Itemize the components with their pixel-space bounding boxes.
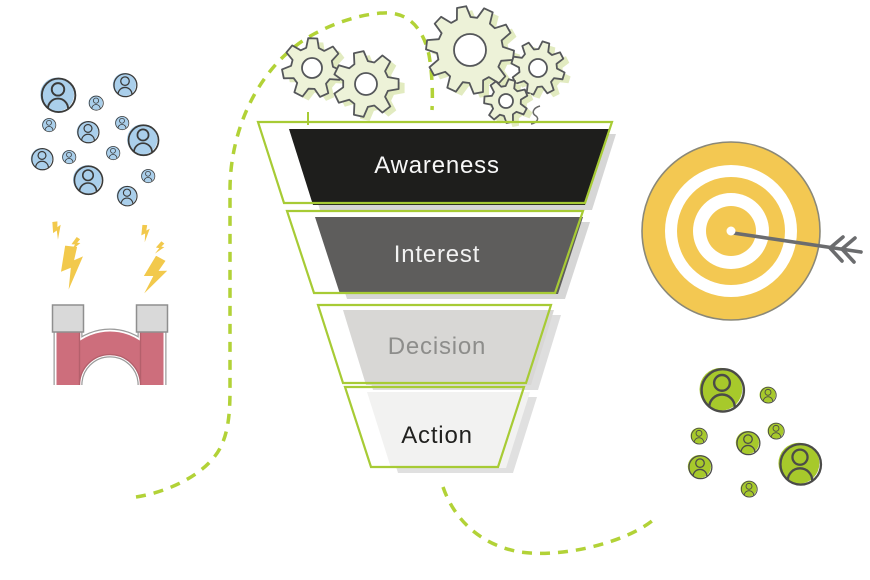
blue-person-icon [140, 168, 156, 184]
funnel-stage-label: Decision [388, 333, 486, 360]
blue-person-icon [41, 117, 57, 133]
arrow-icon [731, 231, 863, 264]
magnet-tips [51, 304, 169, 333]
lightning-bolt-icon [48, 219, 66, 241]
funnel-stage-fill [367, 392, 530, 468]
blue-person-icon [76, 120, 100, 144]
green-person-icon [687, 454, 713, 480]
green-person-icon [735, 430, 761, 456]
magnet-tip [51, 304, 85, 333]
green-person-icon [698, 366, 746, 413]
funnel-stage-outline [343, 385, 526, 469]
gears-icon [281, 5, 571, 127]
arrow-shaft [731, 231, 863, 254]
blue-person-icon [72, 164, 104, 196]
gear-hole [453, 33, 487, 67]
gear-hole [528, 58, 548, 78]
magnet-tip [135, 304, 169, 333]
green-person-icon [777, 441, 823, 486]
lightning-bolt-icon [138, 223, 153, 243]
lightning-bolts [48, 219, 170, 297]
lightning-bolt-icon [55, 242, 90, 291]
lightning-bolt-icon [140, 254, 170, 297]
funnel-stage-fill [289, 129, 609, 205]
bullseye-target-icon [641, 141, 863, 321]
audience-blue-people [30, 72, 160, 207]
funnel-stage-label: Action [401, 422, 473, 449]
gear-hole [301, 57, 323, 79]
arrow-fletching [840, 236, 857, 264]
gear-hole [354, 72, 378, 96]
funnel-stage-outline [316, 303, 553, 385]
blue-person-icon [39, 76, 77, 113]
magnet-body [56, 306, 164, 386]
funnel-stage-label: Interest [394, 241, 480, 268]
target-center-dot [726, 226, 736, 236]
green-person-icon [767, 422, 785, 440]
blue-person-icon [105, 145, 121, 161]
funnel-stage-awareness: Awareness [256, 120, 616, 210]
funnel-stage-decision: Decision [316, 303, 561, 390]
customers-green-people [687, 366, 823, 498]
dashed-flow-line-right [441, 486, 654, 556]
funnel-stage-outline [256, 120, 614, 205]
blue-person-icon [126, 123, 160, 157]
funnel-stage-outline [285, 209, 585, 295]
blue-person-icon [30, 147, 54, 171]
magnet-inner-edge [78, 306, 142, 386]
funnel-stage-fill [343, 310, 554, 385]
gear-hole [498, 93, 514, 109]
funnel-stage-action: Action [343, 385, 537, 473]
green-person-icon [690, 427, 708, 445]
magnet-icon [48, 219, 170, 386]
funnel: Awareness Interest Decision Action [256, 112, 616, 473]
dashed-flow-line-left [135, 11, 435, 499]
arrow-fletching [828, 235, 845, 263]
blue-person-icon [116, 185, 138, 207]
blue-person-icon [112, 72, 138, 98]
funnel-stage-interest: Interest [285, 209, 590, 299]
green-person-icon [740, 480, 758, 498]
blue-person-icon [61, 149, 77, 165]
lightning-bolt-icon [153, 240, 166, 256]
funnel-stage-fill [315, 217, 583, 294]
blue-person-icon [114, 115, 130, 131]
green-person-icon [759, 386, 777, 404]
funnel-stage-label: Awareness [374, 152, 500, 179]
blue-person-icon [88, 95, 104, 111]
